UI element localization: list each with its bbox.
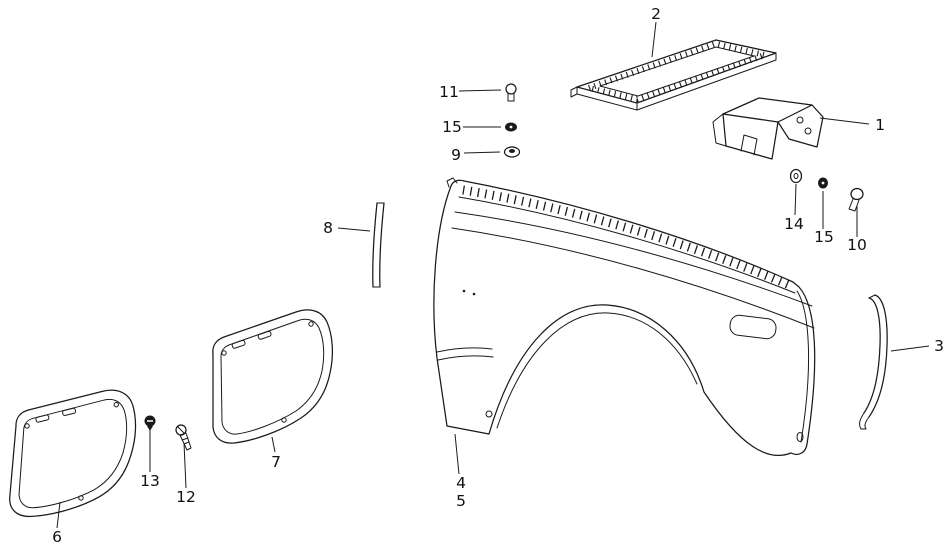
callout-2: 2 — [651, 5, 661, 23]
bolt-10-drawing — [848, 187, 864, 212]
callout-6: 6 — [52, 528, 62, 546]
screw-12-drawing — [175, 424, 192, 451]
front-molding-strip-drawing — [372, 202, 385, 288]
clip-13-drawing — [144, 415, 156, 431]
bolt-11-drawing — [505, 83, 517, 102]
callout-labels: 2 1 11 15 9 8 14 15 10 3 7 13 12 6 4 5 — [52, 5, 944, 546]
callout-5: 5 — [456, 492, 466, 510]
callout-11: 11 — [439, 83, 459, 101]
callout-10: 10 — [847, 236, 867, 254]
callout-3: 3 — [934, 337, 944, 355]
splash-guard-rear-drawing — [7, 381, 140, 526]
callout-14: 14 — [784, 215, 804, 233]
callout-7: 7 — [271, 453, 281, 471]
callout-13: 13 — [140, 472, 160, 490]
corner-bracket-drawing — [712, 97, 824, 160]
callout-9: 9 — [451, 146, 461, 164]
callout-15b: 15 — [814, 228, 834, 246]
callout-12: 12 — [176, 488, 196, 506]
callout-1: 1 — [875, 116, 885, 134]
callout-15a: 15 — [442, 118, 462, 136]
front-fender-drawing — [433, 177, 816, 457]
nut-15a-drawing — [505, 122, 517, 132]
callout-4: 4 — [456, 474, 466, 492]
rear-molding-strip-drawing — [859, 294, 888, 430]
nut-15b-drawing — [818, 177, 828, 189]
grommet-9-drawing — [503, 146, 521, 158]
fender-lower-garnish-drawing — [436, 347, 494, 418]
leader-lines — [56, 21, 930, 529]
cowl-top-garnish-drawing — [570, 39, 777, 111]
callout-8: 8 — [323, 219, 333, 237]
washer-14-drawing — [789, 168, 803, 184]
splash-guard-front-drawing — [212, 309, 334, 444]
